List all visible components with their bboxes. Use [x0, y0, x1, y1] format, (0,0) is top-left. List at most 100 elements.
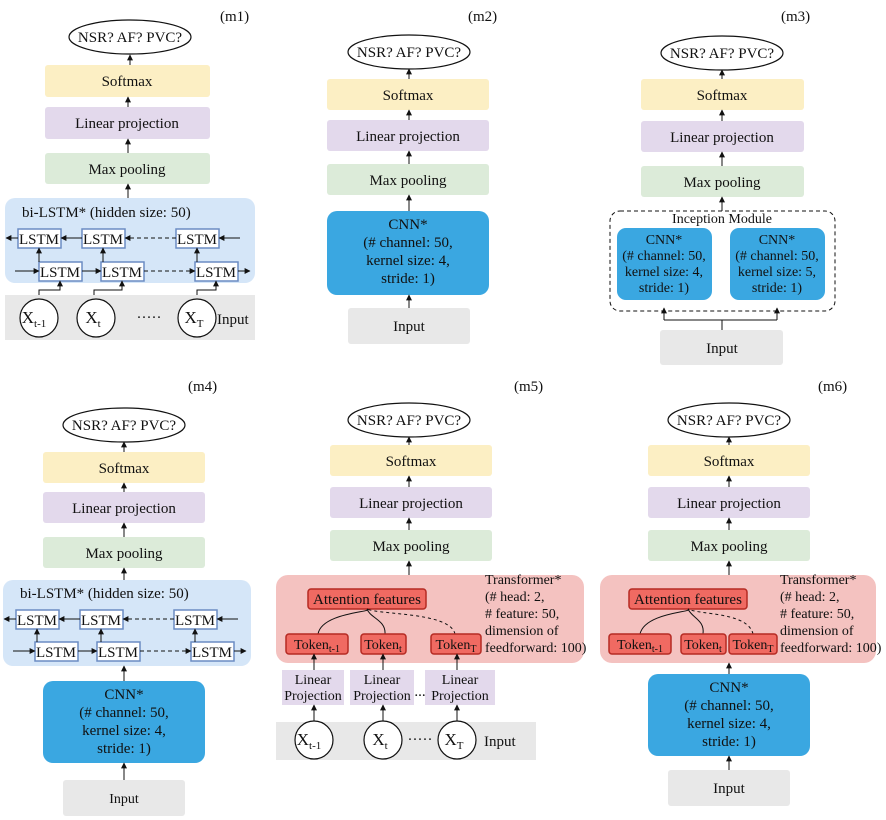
panel-m2: (m2) NSR? AF? PVC? Softmax Linear projec…: [327, 9, 497, 344]
cnn-line: CNN*: [104, 687, 143, 703]
max-pooling-layer: [327, 164, 489, 195]
input-label: Input: [706, 341, 738, 357]
linear-projection-line: Linear: [295, 673, 332, 688]
token-label: Tokent-1: [294, 638, 340, 655]
cnn-line: stride: 1): [702, 734, 756, 750]
output-ellipse: [68, 19, 192, 55]
transformer-line: (# head: 2,: [780, 590, 839, 605]
dots: ...: [414, 684, 425, 700]
softmax-label: Softmax: [386, 454, 437, 470]
softmax-layer: [45, 65, 210, 97]
input-block: [668, 770, 790, 806]
transformer-line: # feature: 50,: [485, 607, 559, 622]
linear-projection-box: [350, 670, 414, 705]
cnn-line: CNN*: [388, 217, 427, 233]
input-block: [63, 780, 185, 816]
ellipsis: ·····: [408, 732, 433, 748]
panel-tag-m6: (m6): [818, 379, 847, 395]
cnn-line: kernel size: 4,: [82, 723, 166, 739]
panel-tag-m2: (m2): [468, 9, 497, 25]
softmax-label: Softmax: [704, 454, 755, 470]
cnn-line: kernel size: 5,: [738, 265, 816, 280]
token-box: [285, 633, 349, 655]
cnn-block: [327, 211, 489, 295]
cnn-line: kernel size: 4,: [625, 265, 703, 280]
lstm-cell-label: LSTM: [175, 613, 215, 629]
input-label: Input: [217, 312, 249, 328]
token-label: Tokent: [364, 638, 402, 655]
cnn-line: (# channel: 50,: [684, 698, 774, 714]
input-token-circle: [437, 720, 477, 760]
max-pooling-label: Max pooling: [369, 173, 447, 189]
cnn-block: [43, 681, 205, 763]
max-pooling-layer: [45, 153, 210, 184]
input-label: Input: [109, 792, 139, 807]
cnn-block: [648, 674, 810, 756]
lstm-cell-label: LSTM: [196, 265, 236, 281]
inception-module: [609, 210, 836, 312]
cnn-line: CNN*: [709, 680, 748, 696]
input-label: Input: [484, 734, 516, 750]
cnn-line: (# channel: 50,: [79, 705, 169, 721]
max-pooling-label: Max pooling: [85, 546, 163, 562]
linear-projection-line: Projection: [353, 689, 411, 704]
linear-projection-layer: [648, 487, 810, 518]
linear-projection-label: Linear projection: [677, 496, 781, 512]
output-label: NSR? AF? PVC?: [78, 30, 183, 46]
lstm-cell-label: LSTM: [192, 645, 232, 661]
panel-m6: (m6) NSR? AF? PVC? Softmax Linear projec…: [600, 379, 882, 806]
softmax-layer: [648, 445, 810, 476]
token-label: TokenT: [733, 638, 774, 655]
softmax-label: Softmax: [383, 88, 434, 104]
transformer-line: Transformer*: [780, 573, 856, 588]
transformer-line: dimension of: [485, 624, 559, 639]
softmax-layer: [330, 445, 492, 476]
linear-projection-layer: [45, 107, 210, 139]
linear-projection-label: Linear projection: [359, 496, 463, 512]
softmax-layer: [43, 452, 205, 483]
lstm-cell-label: LSTM: [36, 645, 76, 661]
cnn-line: kernel size: 4,: [687, 716, 771, 732]
max-pooling-layer: [330, 530, 492, 561]
token-label: Tokent-1: [617, 638, 663, 655]
max-pooling-layer: [43, 537, 205, 568]
linear-projection-layer: [330, 487, 492, 518]
input-token-circle: [177, 298, 217, 338]
panel-tag-m4: (m4): [188, 379, 217, 395]
panel-m3: (m3) NSR? AF? PVC? Softmax Linear projec…: [609, 9, 836, 365]
cnn-block: [617, 228, 712, 300]
linear-projection-layer: [641, 121, 804, 152]
panel-m5: (m5) NSR? AF? PVC? Softmax Linear projec…: [276, 379, 587, 760]
input-token-circle: [76, 298, 116, 338]
linear-projection-line: Linear: [364, 673, 401, 688]
attention-features-label: Attention features: [313, 592, 421, 608]
x-label: Xt: [85, 308, 100, 330]
token-label: Tokent: [684, 638, 722, 655]
cnn-line: (# channel: 50,: [735, 249, 819, 264]
lstm-cell-label: LSTM: [81, 613, 121, 629]
output-label: NSR? AF? PVC?: [677, 413, 782, 429]
linear-projection-line: Projection: [431, 689, 489, 704]
input-block: [348, 308, 470, 344]
token-box: [608, 633, 672, 655]
softmax-label: Softmax: [99, 461, 150, 477]
input-token-circle: [19, 298, 59, 338]
linear-projection-box: [425, 670, 495, 705]
cnn-block: [730, 228, 825, 300]
output-label: NSR? AF? PVC?: [72, 418, 177, 434]
linear-projection-layer: [327, 120, 489, 151]
max-pooling-label: Max pooling: [372, 539, 450, 555]
panel-m1: (m1) NSR? AF? PVC? Softmax Linear projec…: [5, 9, 255, 340]
linear-projection-layer: [43, 492, 205, 523]
linear-projection-label: Linear projection: [75, 116, 179, 132]
panel-tag-m5: (m5): [514, 379, 543, 395]
panel-m4: (m4) NSR? AF? PVC? Softmax Linear projec…: [3, 379, 251, 816]
max-pooling-label: Max pooling: [88, 162, 166, 178]
input-token-circle: [294, 720, 334, 760]
x-label: Xt-1: [297, 730, 322, 752]
x-label: Xt: [372, 730, 387, 752]
attention-features-label: Attention features: [634, 592, 742, 608]
transformer-line: feedforward: 100): [780, 641, 882, 656]
input-token-circle: [363, 720, 403, 760]
x-label: XT: [444, 730, 463, 752]
